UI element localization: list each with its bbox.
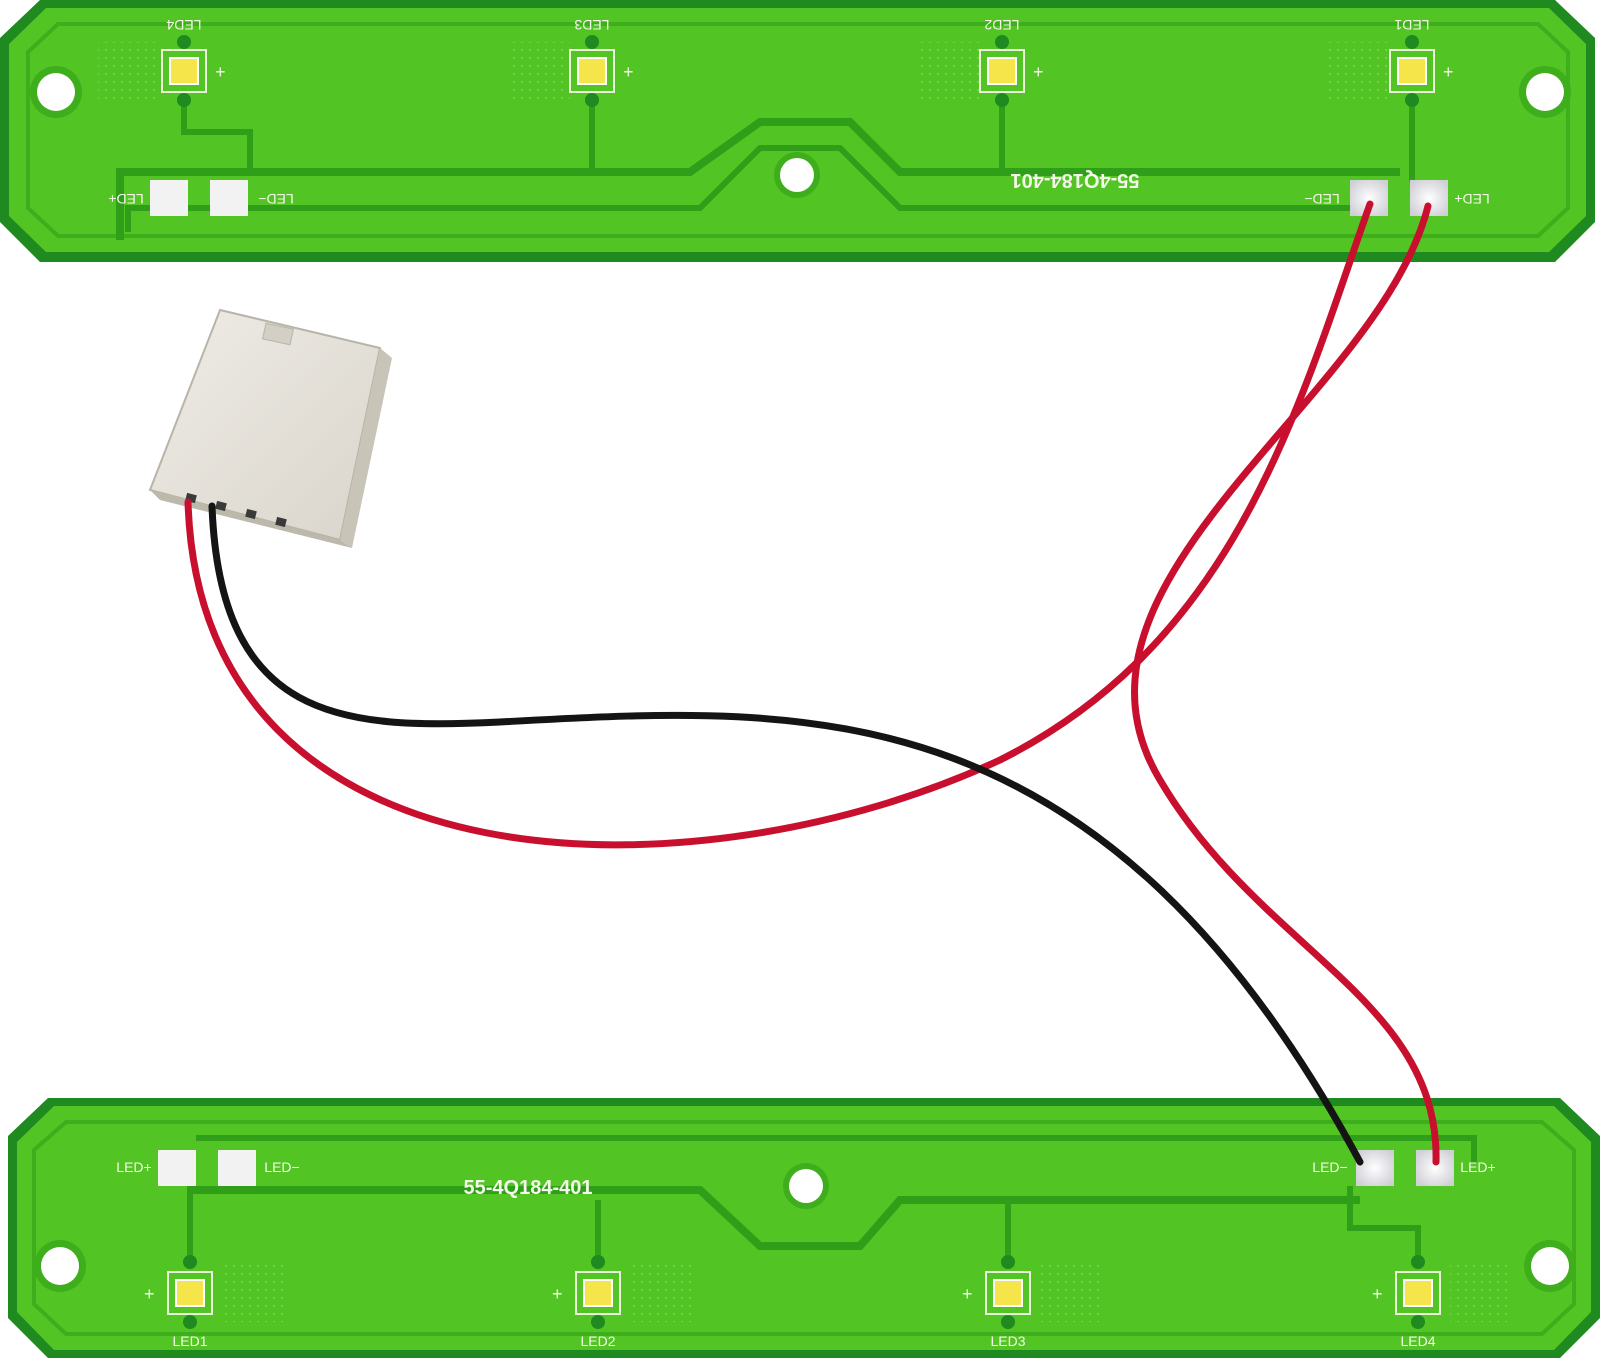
top-pad-right-label-1: LED− xyxy=(1304,191,1339,207)
bottom-pad-left-label-1: LED+ xyxy=(116,1159,151,1175)
bottom-led-2-plus: + xyxy=(552,1284,563,1304)
red-wire-top-to-bottom xyxy=(1131,202,1440,1166)
bottom-led-label-2: LED2 xyxy=(580,1333,615,1349)
top-pad-left-1 xyxy=(150,180,188,216)
bottom-led-3: + LED3 xyxy=(962,1255,1031,1349)
bottom-part-number: 55-4Q184-401 xyxy=(464,1177,593,1199)
top-led-2-plus: + xyxy=(623,62,634,82)
top-led-3: + xyxy=(979,35,1044,107)
bottom-led-4: + LED4 xyxy=(1372,1255,1441,1349)
bottom-pad-left-1 xyxy=(158,1150,196,1186)
bottom-led-4-plus: + xyxy=(1372,1284,1383,1304)
top-centre-notch-trace xyxy=(116,118,1400,240)
bottom-led-label-4: LED4 xyxy=(1400,1333,1435,1349)
bottom-led-label-1: LED1 xyxy=(172,1333,207,1349)
top-pad-left-2 xyxy=(210,180,248,216)
top-board-inner-border xyxy=(26,22,1570,238)
top-led-1-plus: + xyxy=(215,62,226,82)
top-led-label-4: LED1 xyxy=(1394,17,1429,33)
bottom-pad-left-label-2: LED− xyxy=(264,1159,299,1175)
top-led-3-plus: + xyxy=(1033,62,1044,82)
bottom-led-1: + LED1 xyxy=(144,1255,213,1349)
top-pad-left-label-1: LED+ xyxy=(108,191,143,207)
bottom-led-label-3: LED3 xyxy=(990,1333,1025,1349)
bottom-pad-left-2 xyxy=(218,1150,256,1186)
top-led-label-3: LED2 xyxy=(984,17,1019,33)
top-board-face xyxy=(9,8,1586,252)
top-led-label-2: LED3 xyxy=(574,17,609,33)
wiring-harness xyxy=(184,200,1440,1166)
top-led-4: + xyxy=(1389,35,1454,107)
bottom-pad-right-1 xyxy=(1356,1150,1394,1186)
top-pad-right-label-2: LED+ xyxy=(1454,191,1489,207)
black-wire-to-bottom-board xyxy=(208,502,1364,1166)
top-led-1: + xyxy=(161,35,226,107)
top-led-4-plus: + xyxy=(1443,62,1454,82)
bottom-led-3-plus: + xyxy=(962,1284,973,1304)
bottom-led-2: + LED2 xyxy=(552,1255,621,1349)
bottom-board-inner-border xyxy=(32,1120,1576,1336)
top-led-2: + xyxy=(569,35,634,107)
bottom-led-1-plus: + xyxy=(144,1284,155,1304)
red-wire-to-top-board xyxy=(184,200,1374,849)
wire-connector-plug xyxy=(148,308,392,548)
bottom-pad-right-label-1: LED− xyxy=(1312,1159,1347,1175)
bottom-board-face xyxy=(17,1106,1591,1350)
top-pad-left-label-2: LED− xyxy=(258,191,293,207)
top-part-number: 55-4Q184-401 xyxy=(1011,169,1140,191)
bottom-pad-right-label-2: LED+ xyxy=(1460,1159,1495,1175)
bottom-pcb-board: + LED1 + LED2 + LED3 + LED4 55-4Q184-401 xyxy=(8,1098,1600,1358)
top-pcb-board: + + + + LED4 LED3 LED2 LED1 55-4Q184-401 xyxy=(0,0,1595,262)
top-led-label-1: LED4 xyxy=(166,17,201,33)
bottom-centre-notch-trace xyxy=(190,1186,1360,1250)
